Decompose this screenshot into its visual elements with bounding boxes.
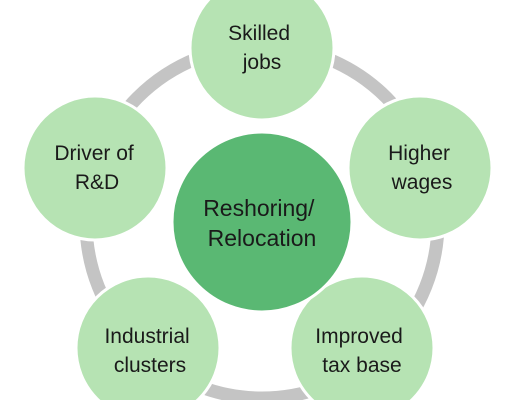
node-skilled-jobs-line1: Skilled (228, 22, 290, 45)
node-improved-tax-base-line1: Improved (315, 325, 403, 348)
node-industrial-clusters-line2: clusters (114, 354, 186, 377)
node-industrial-clusters-circle (74, 274, 222, 400)
node-improved-tax-base-circle (288, 274, 436, 400)
center-node-circle (170, 130, 354, 314)
node-driver-of-rd-circle (21, 94, 169, 242)
svg-text:Driver of R&D: Driver of R&D (54, 142, 139, 194)
svg-text:Industrial clusters: Industrial clusters (104, 325, 195, 377)
center-node-line2: Relocation (208, 225, 317, 251)
svg-text:Reshoring/ Relocation: Reshoring/ Relocation (203, 195, 321, 251)
svg-text:Higher wages: Higher wages (388, 142, 456, 194)
node-driver-of-rd-line1: Driver of (54, 142, 134, 165)
center-node-reshoring-relocation: Reshoring/ Relocation (170, 130, 354, 314)
node-driver-of-rd-line2: R&D (75, 171, 119, 194)
node-skilled-jobs-circle (188, 0, 336, 122)
node-skilled-jobs-line2: jobs (242, 51, 282, 74)
node-driver-of-rd: Driver of R&D (21, 94, 169, 242)
node-higher-wages-circle (346, 94, 494, 242)
node-industrial-clusters-line1: Industrial (104, 325, 189, 348)
node-improved-tax-base-line2: tax base (322, 354, 401, 377)
svg-text:Skilled jobs: Skilled jobs (228, 22, 296, 74)
node-skilled-jobs: Skilled jobs (188, 0, 336, 122)
node-higher-wages-line2: wages (391, 171, 453, 194)
center-node-line1: Reshoring/ (203, 195, 315, 221)
node-higher-wages: Higher wages (346, 94, 494, 242)
node-industrial-clusters: Industrial clusters (74, 274, 222, 400)
svg-text:Improved tax base: Improved tax base (315, 325, 408, 377)
node-higher-wages-line1: Higher (388, 142, 450, 165)
node-improved-tax-base: Improved tax base (288, 274, 436, 400)
